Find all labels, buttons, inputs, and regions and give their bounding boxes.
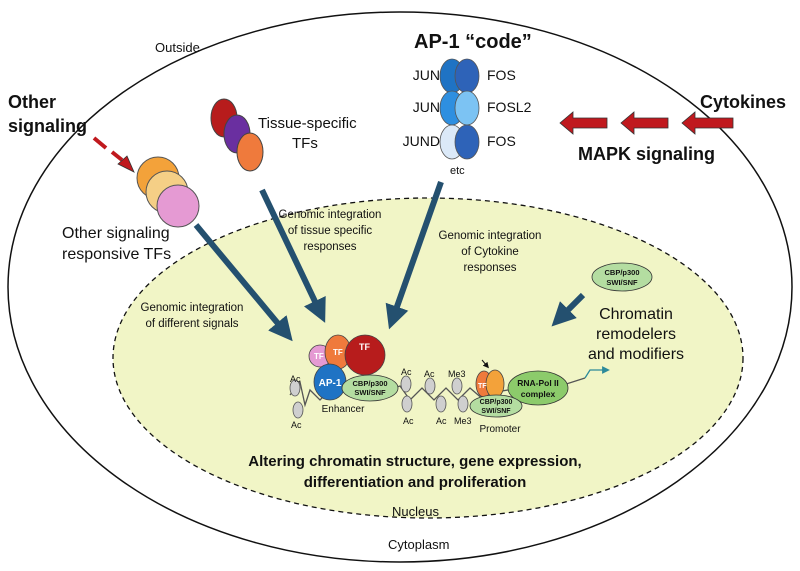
mark-ac-3: Ac — [401, 367, 412, 377]
other-signaling-dashed-arrow — [92, 136, 135, 173]
integration-cytokine-line2: of Cytokine — [461, 246, 519, 258]
rnapol-label-2: complex — [521, 389, 556, 399]
ap1-pair-1-left: JUN — [413, 67, 440, 83]
enhancer-cbp-label-2: SWI/SNF — [354, 388, 386, 397]
ap1-pair-1: JUN FOS — [413, 58, 516, 94]
integration-tissue-line2: of tissue specific — [288, 225, 373, 237]
other-signaling-label-line2: signaling — [8, 116, 87, 136]
remodeler-badge-line2: SWI/SNF — [606, 278, 638, 287]
nucleus-envelope — [112, 197, 744, 519]
nucleosomes — [289, 375, 469, 419]
integration-cytokine-line1: Genomic integration — [439, 230, 542, 242]
other-tfs-label-line1: Other signaling — [62, 225, 170, 242]
ap1-pair-2: JUN FOSL2 — [413, 90, 532, 126]
integration-tissue-line1: Genomic integration — [279, 209, 382, 221]
mark-ac-1: Ac — [290, 374, 301, 384]
mark-ac-2: Ac — [291, 420, 302, 430]
ap1-pair-2-right: FOSL2 — [487, 99, 532, 115]
promoter-label: Promoter — [479, 424, 521, 435]
ap1-etc-label: etc — [450, 165, 465, 177]
enhancer-tf-3-label: TF — [359, 342, 370, 352]
integration-cytokine-line3: responses — [463, 262, 516, 274]
nucleus-label: Nucleus — [392, 504, 439, 519]
enhancer-cbp-label-1: CBP/p300 — [352, 379, 387, 388]
chromatin-label-line1: Chromatin — [599, 306, 673, 323]
integration-arrows — [193, 181, 586, 342]
promoter-cbp-label-2: SWI/SNF — [481, 408, 511, 415]
rnapol-label-1: RNA-Pol II — [517, 378, 559, 388]
enhancer-tf-2-label: TF — [333, 348, 343, 357]
ap1-code-title: AP-1 “code” — [414, 31, 532, 53]
mark-me3-2: Me3 — [454, 416, 472, 426]
enhancer-ap1-label: AP-1 — [319, 378, 342, 389]
enhancer-tf-1-label: TF — [314, 352, 324, 361]
outcome-line1: Altering chromatin structure, gene expre… — [248, 453, 581, 470]
integration-signals-line2: of different signals — [145, 318, 238, 330]
tissue-tfs-label-line2: TFs — [292, 135, 318, 152]
outcome-line2: differentiation and proliferation — [304, 474, 527, 491]
promoter-complex: TF RNA-Pol II complex CBP/p300 SWI/SNF — [469, 359, 569, 418]
cytoplasm-label: Cytoplasm — [388, 537, 449, 552]
ap1-pair-3-left: JUND — [403, 133, 440, 149]
enhancer-complex: TF TF TF AP-1 CBP/p300 SWI/SNF — [308, 334, 399, 402]
mark-ac-5: Ac — [424, 369, 435, 379]
promoter-cbp-label-1: CBP/p300 — [480, 399, 513, 406]
mark-ac-4: Ac — [403, 416, 414, 426]
mark-ac-6: Ac — [436, 416, 447, 426]
promoter-tf-label: TF — [478, 383, 487, 390]
tissue-specific-tfs-icon — [210, 98, 264, 172]
chromatin-remodeler-badge: CBP/p300 SWI/SNF — [591, 262, 653, 292]
other-signaling-tfs-icon — [136, 156, 200, 228]
ap1-pair-3: JUND FOS — [403, 124, 516, 160]
integration-signals-line1: Genomic integration — [141, 302, 244, 314]
histone-marks: Ac Ac Ac Ac Ac Ac Me3 Me3 — [290, 367, 472, 430]
tissue-tfs-label-line1: Tissue-specific — [258, 115, 357, 132]
mapk-label: MAPK signaling — [578, 144, 715, 164]
outside-label: Outside — [155, 40, 200, 55]
remodeler-badge-line1: CBP/p300 — [604, 268, 639, 277]
ap1-pair-2-left: JUN — [413, 99, 440, 115]
other-tfs-label-line2: responsive TFs — [62, 246, 171, 263]
ap1-pair-3-right: FOS — [487, 133, 516, 149]
mapk-arrows — [559, 111, 734, 135]
integration-tissue-line3: responses — [303, 241, 356, 253]
other-signaling-label-line1: Other — [8, 92, 56, 112]
mark-me3-1: Me3 — [448, 369, 466, 379]
cytokines-label: Cytokines — [700, 92, 786, 112]
enhancer-label: Enhancer — [322, 404, 365, 415]
chromatin-label-line3: and modifiers — [588, 346, 684, 363]
ap1-pair-1-right: FOS — [487, 67, 516, 83]
chromatin-label-line2: remodelers — [596, 326, 676, 343]
